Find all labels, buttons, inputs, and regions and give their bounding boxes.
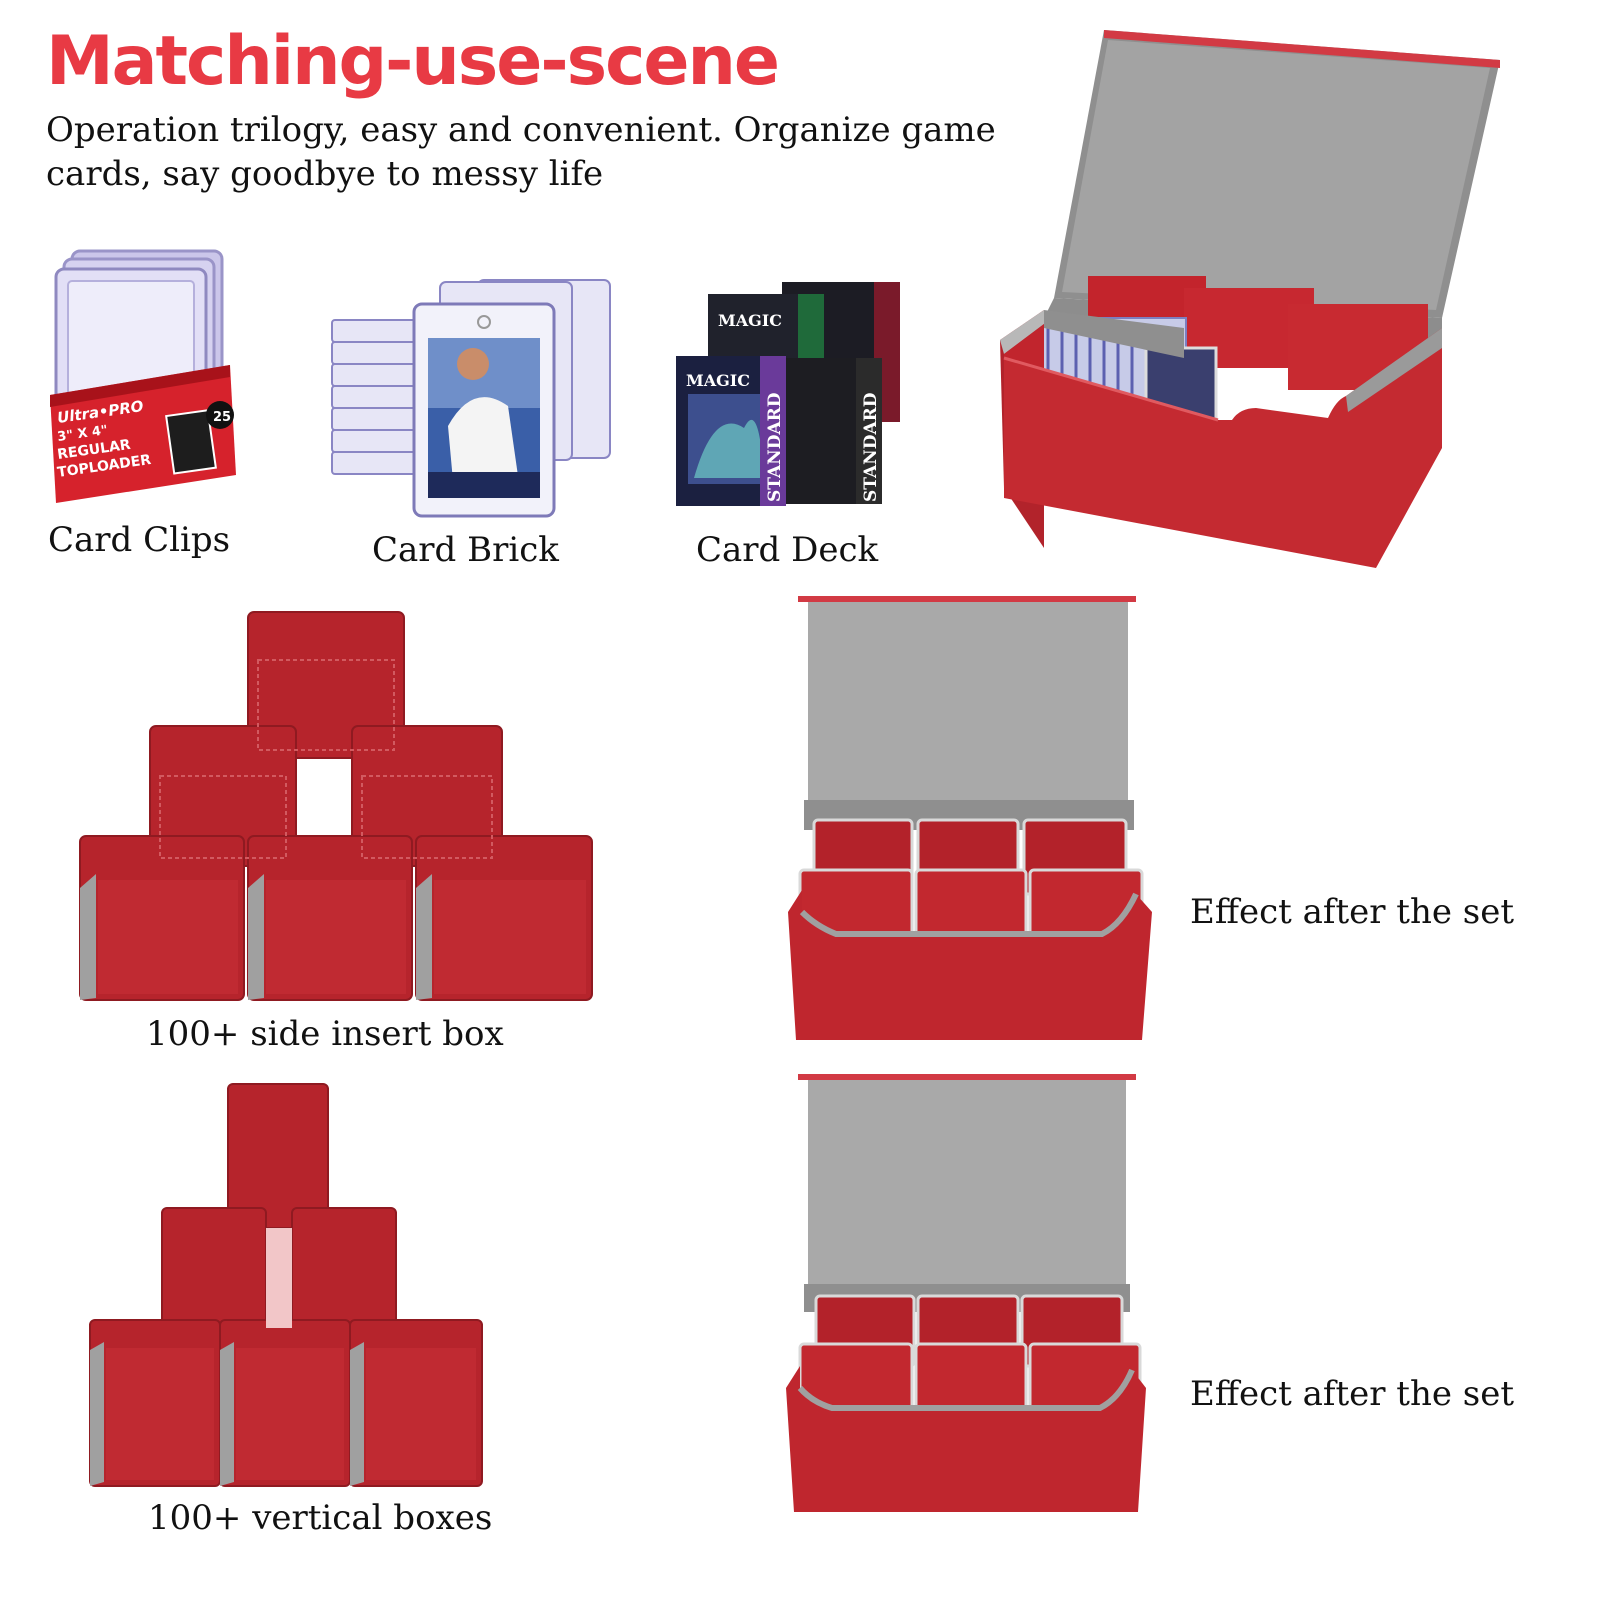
vertical-boxes-image — [89, 1083, 483, 1487]
page-subtitle: Operation trilogy, easy and convenient. … — [46, 110, 996, 194]
deck-side-label: STANDARD — [765, 392, 785, 502]
label-vertical-boxes: 100+ vertical boxes — [148, 1498, 493, 1538]
pack-size: 3" X 4" — [56, 423, 108, 445]
label-side-insert-box: 100+ side insert box — [146, 1014, 504, 1054]
deck-brand-back: MAGIC — [718, 311, 782, 330]
storage-box-effect-2 — [786, 1074, 1146, 1512]
label-effect-1: Effect after the set — [1190, 892, 1515, 932]
pack-count: 25 — [213, 410, 231, 425]
deck-side-label-2: STANDARD — [861, 392, 881, 502]
side-insert-boxes-image — [79, 611, 593, 1001]
storage-box-effect-1 — [788, 596, 1152, 1040]
card-deck-image: MAGIC MAGIC STANDARD STANDARD — [676, 282, 900, 506]
page-title: Matching-use-scene — [46, 22, 780, 101]
deck-brand-front: MAGIC — [686, 371, 750, 390]
label-card-clips: Card Clips — [48, 520, 231, 560]
card-brick-image — [331, 279, 611, 518]
label-card-deck: Card Deck — [696, 530, 879, 570]
toploader-pack-image: Ultra•PRO 3" X 4" REGULAR TOPLOADER 25 — [50, 249, 236, 503]
storage-box-open-with-cards — [1000, 30, 1500, 568]
label-card-brick: Card Brick — [372, 530, 559, 570]
label-effect-2: Effect after the set — [1190, 1374, 1515, 1414]
